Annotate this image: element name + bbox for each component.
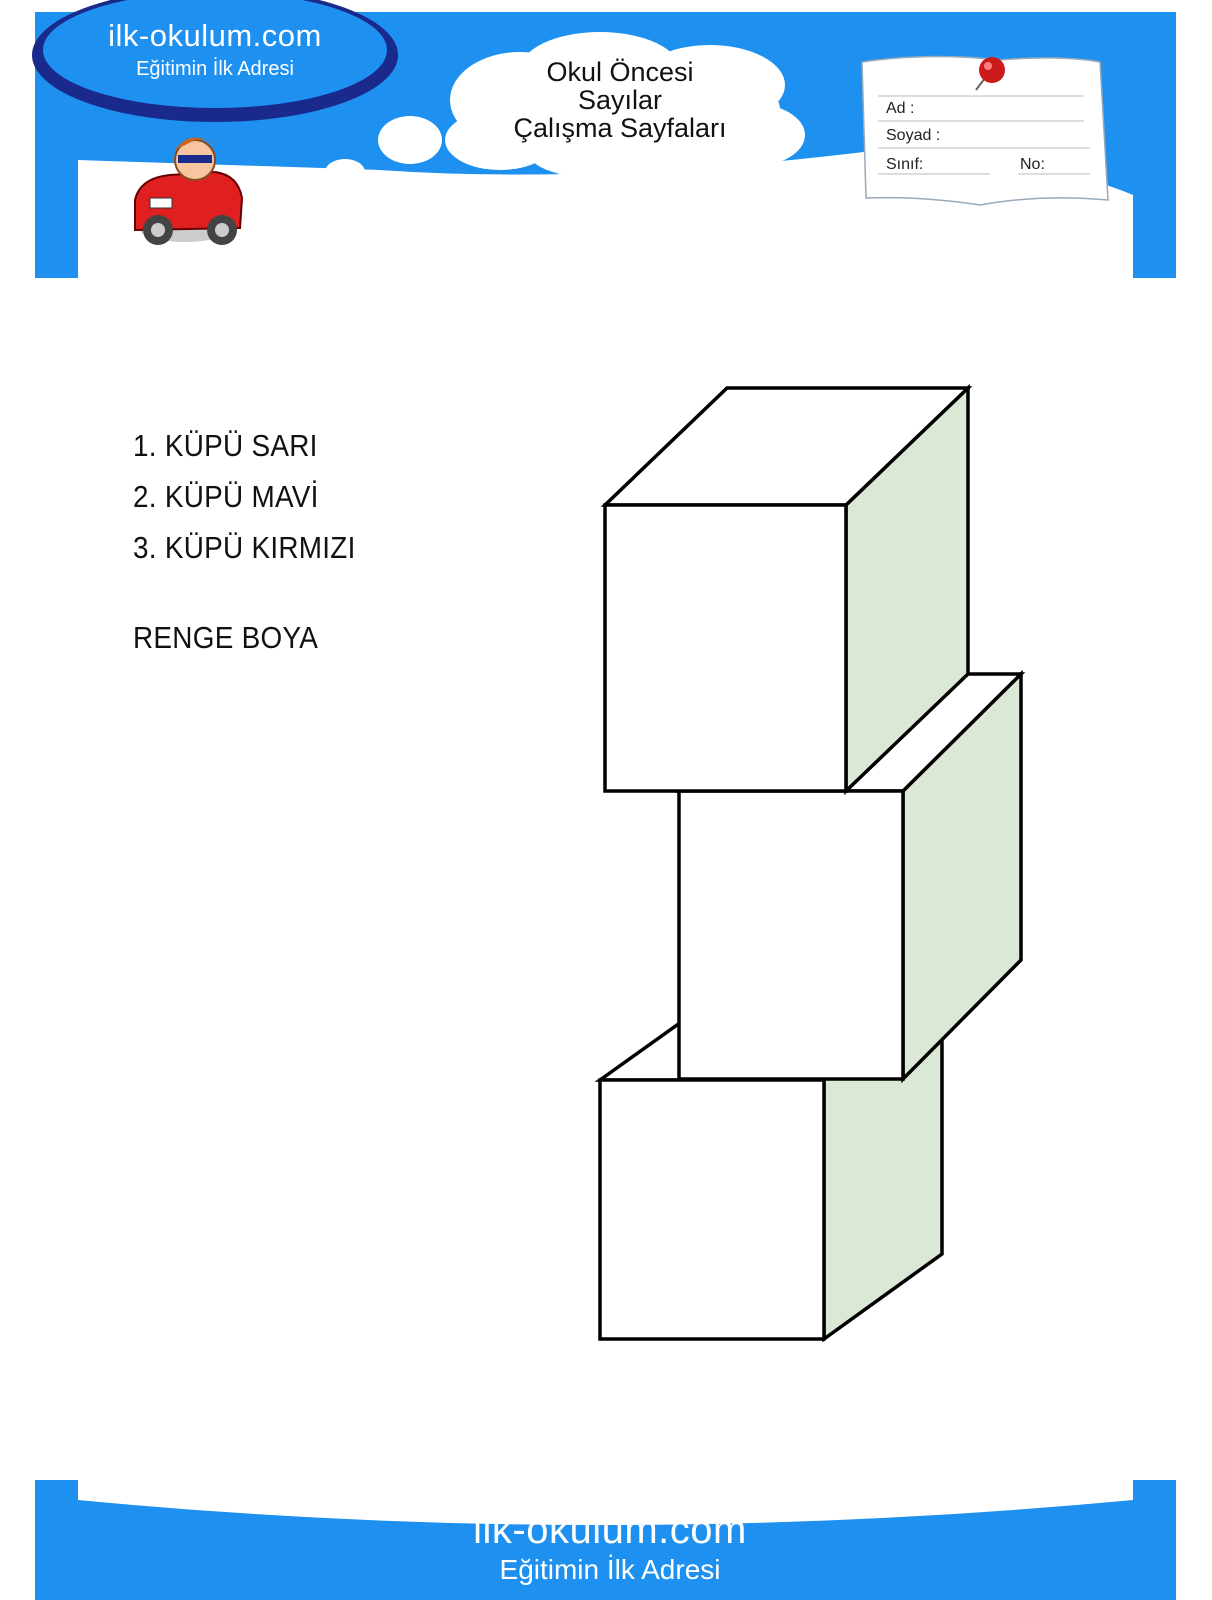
thought-bubble	[291, 174, 323, 198]
instruction-item: 1. KÜPÜ SARI	[133, 428, 318, 463]
footer-site-name[interactable]: ilk-okulum.com	[473, 1508, 747, 1552]
footer-banner	[35, 1480, 1176, 1600]
instruction-item: 3. KÜPÜ KIRMIZI	[133, 530, 356, 565]
thought-bubble	[378, 116, 442, 164]
name-label: Ad :	[886, 100, 915, 117]
logo-slogan: Eğitimin İlk Adresi	[136, 58, 294, 80]
number-label: No:	[1020, 156, 1045, 173]
worksheet-title: Okul Öncesi Sayılar Çalışma Sayfaları	[470, 58, 770, 142]
thought-bubble	[261, 190, 289, 210]
car-illustration	[134, 137, 244, 245]
title-line: Okul Öncesi	[546, 57, 694, 87]
title-line: Sayılar	[577, 85, 663, 115]
footer-slogan: Eğitimin İlk Adresi	[499, 1554, 721, 1585]
cube-top	[600, 383, 973, 796]
thought-bubble	[325, 159, 365, 185]
push-pin-icon	[975, 57, 1005, 91]
logo-site-name[interactable]: ilk-okulum.com	[108, 18, 322, 53]
header-banner: ilk-okulum.com Eğitimin İlk Adresi Okul …	[0, 0, 1212, 290]
title-line: Çalışma Sayfaları	[513, 113, 727, 143]
header-graphic	[32, 0, 1176, 278]
student-info-card	[861, 55, 1109, 206]
class-label: Sınıf:	[886, 156, 924, 173]
instruction-item: 2. KÜPÜ MAVİ	[133, 479, 319, 514]
instruction-action: RENGE BOYA	[133, 620, 319, 655]
surname-label: Soyad :	[886, 127, 941, 144]
title-cloud	[445, 32, 805, 183]
